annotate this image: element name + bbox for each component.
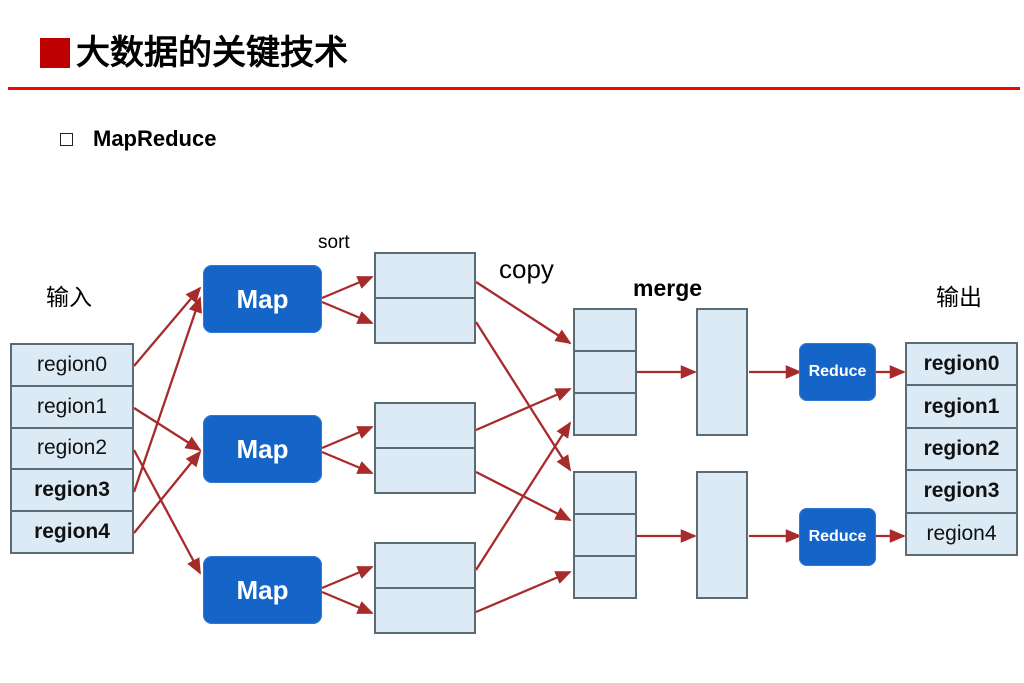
output-row-2: region2 [907,428,1016,472]
spill-3-cell-1 [376,589,474,632]
red-square-bullet-icon [40,38,70,68]
subtitle-label: MapReduce [93,126,217,151]
spill-box-1 [374,252,476,344]
spill-2-cell-1 [376,449,474,492]
subtitle-row: MapReduce [60,126,216,152]
output-row-0: region0 [907,344,1016,387]
shuffle-box-2 [573,471,637,599]
output-label: 输出 [936,285,982,311]
reduce-node-1[interactable]: Reduce [799,343,876,401]
input-row-0: region0 [12,345,132,387]
input-row-4: region4 [12,512,132,552]
slide-title-row: 大数据的关键技术 [40,36,348,70]
merge-box-2 [696,471,748,599]
merge-1-cell-0 [698,310,746,434]
spill-1-cell-1 [376,299,474,342]
input-row-1: region1 [12,386,132,429]
shuffle-2-cell-1 [575,515,635,557]
output-row-1: region1 [907,386,1016,429]
map-node-3[interactable]: Map [203,556,322,624]
map-node-1[interactable]: Map [203,265,322,333]
input-row-3: region3 [12,470,132,513]
page-title: 大数据的关键技术 [76,33,348,73]
shuffle-2-cell-2 [575,557,635,597]
sort-label: sort [318,232,350,253]
copy-label: copy [499,254,554,284]
spill-box-3 [374,542,476,634]
output-row-4: region4 [907,513,1016,555]
merge-label: merge [633,275,703,301]
spill-2-cell-0 [376,404,474,449]
reduce-node-2[interactable]: Reduce [799,508,876,566]
input-label: 输入 [46,285,92,311]
shuffle-1-cell-1 [575,352,635,394]
spill-3-cell-0 [376,544,474,589]
output-row-3: region3 [907,471,1016,514]
merge-2-cell-0 [698,473,746,597]
title-divider [8,87,1020,90]
input-row-2: region2 [12,428,132,471]
merge-box-1 [696,308,748,436]
shuffle-1-cell-0 [575,310,635,352]
spill-box-2 [374,402,476,494]
spill-1-cell-0 [376,254,474,299]
shuffle-1-cell-2 [575,394,635,434]
map-node-2[interactable]: Map [203,415,322,483]
shuffle-2-cell-0 [575,473,635,515]
hollow-square-bullet-icon [60,132,73,146]
shuffle-box-1 [573,308,637,436]
